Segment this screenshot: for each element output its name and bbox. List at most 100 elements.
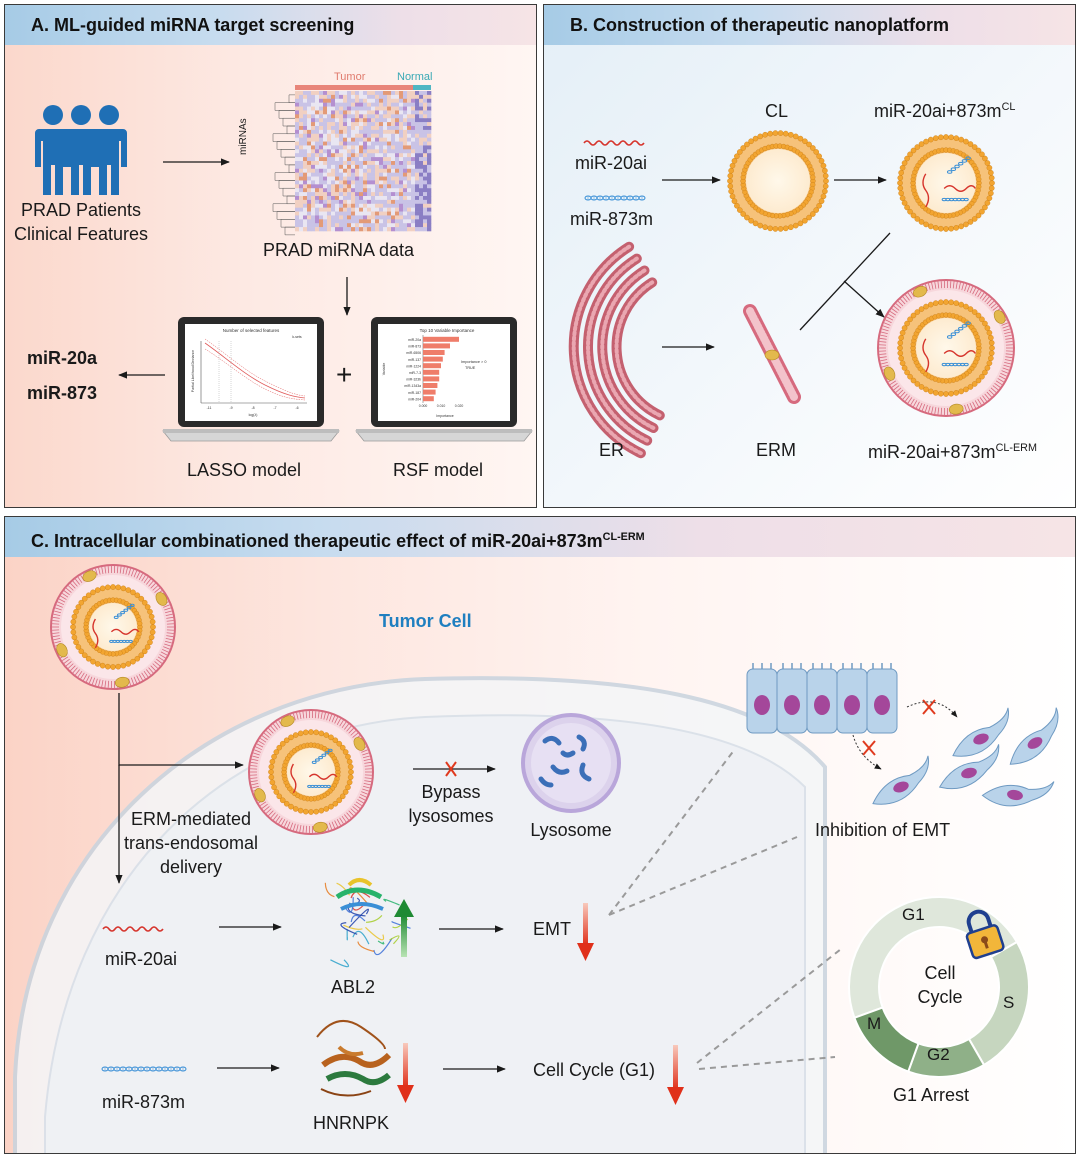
rsf-tick-label: 0.010 <box>437 404 446 408</box>
lasso-tick-label: -6 <box>295 406 298 410</box>
panel-c-graphics <box>13 564 1059 1153</box>
c-mir-20ai-rna-icon <box>102 926 164 932</box>
rsf-bar <box>423 369 440 375</box>
dashed-connectors <box>608 748 842 1070</box>
er-membrane-icon <box>568 241 665 459</box>
rsf-bar <box>423 363 441 369</box>
b-mir-873m-label: miR-873m <box>570 209 654 229</box>
rsf-bar <box>423 396 434 402</box>
rsf-laptop-icon <box>355 317 533 442</box>
rsf-item-label: miR-1224 <box>406 364 421 368</box>
delivery-label-2: trans-endosomal <box>123 833 259 853</box>
panel-a-graphics: -11-9-8-7-6 Number of selected features … <box>35 85 533 442</box>
rsf-item-label: miR-7-3 <box>409 371 421 375</box>
cl-erm-product-icon <box>877 279 1015 417</box>
b-cl-erm-product-sup: CL-ERM <box>995 442 1037 454</box>
rsf-bar <box>423 383 438 388</box>
abl2-label: ABL2 <box>331 977 376 997</box>
bypass-label-2: lysosomes <box>408 806 494 826</box>
rsf-item-label: miR-20a <box>408 338 421 342</box>
cellcycle-down-arrow-icon <box>667 1045 684 1105</box>
arrow-merge-to-product <box>843 280 885 318</box>
lasso-screen-xlabel: log(λ) <box>249 413 258 417</box>
lock-icon <box>965 909 1005 960</box>
delivery-label-3: delivery <box>159 857 223 877</box>
lasso-laptop-icon <box>162 317 340 442</box>
bypass-label-1: Bypass <box>421 782 481 802</box>
cl-liposome-icon <box>727 130 829 232</box>
abl2-up-arrow-icon <box>394 899 414 957</box>
result-mir-20a: miR-20a <box>27 348 98 368</box>
rsf-bar <box>423 389 436 395</box>
panel-a-title: A. ML-guided miRNA target screening <box>5 5 536 45</box>
abl2-protein-icon <box>324 878 411 968</box>
rsf-item-label: miR-323b <box>406 378 421 382</box>
lasso-model-label: LASSO model <box>187 460 302 480</box>
endosome-nanoparticle-icon <box>248 709 374 835</box>
emt-dotted-arrow-2 <box>852 734 882 770</box>
b-mir-20ai-label: miR-20ai <box>575 153 648 173</box>
rsf-screen-title: Top 10 Variable Importance <box>420 328 475 333</box>
heatmap-tumor-label: Tumor <box>334 71 366 83</box>
emt-block-x-icon <box>862 699 936 756</box>
delivery-label-1: ERM-mediated <box>130 809 252 829</box>
b-cl-product-sup: CL <box>1001 101 1016 113</box>
lasso-screen-ylabel: Partial Likelihood Deviance <box>191 350 195 392</box>
lysosome-icon <box>521 713 621 813</box>
hnrnpk-label: HNRNPK <box>313 1113 390 1133</box>
inhibition-emt-label: Inhibition of EMT <box>815 820 951 840</box>
rsf-screen-ylabel: Variable <box>382 363 386 376</box>
panel-b-title: B. Construction of therapeutic nanoplatf… <box>544 5 1075 45</box>
emt-down-arrow-icon <box>577 903 594 961</box>
heatmap-normal-label: Normal <box>397 71 433 83</box>
b-cl-label: CL <box>765 101 789 121</box>
phase-g1-label: G1 <box>902 905 925 924</box>
rsf-bar <box>423 356 443 362</box>
rsf-screen-note-2: TRUE <box>465 366 476 370</box>
cycle-center-label-1: Cell <box>924 963 956 983</box>
epithelial-cells-icon <box>746 663 898 734</box>
phase-m-label: M <box>867 1014 882 1033</box>
rsf-screen-note-1: Importance > 0 <box>461 360 486 364</box>
panel-c-title-main: C. Intracellular combinationed therapeut… <box>31 531 603 551</box>
erm-membrane-icon <box>743 304 801 404</box>
b-cl-erm-product-main: miR-20ai+873m <box>868 442 996 462</box>
b-cl-product-label: miR-20ai+873mCL <box>874 101 1015 122</box>
emt-dotted-arrow-1 <box>906 701 958 718</box>
lasso-tick-label: -7 <box>273 406 276 410</box>
lasso-plot: -11-9-8-7-6 <box>200 338 307 410</box>
rsf-model-label: RSF model <box>393 460 484 480</box>
rsf-item-label: miR-187 <box>408 391 421 395</box>
lasso-screen-title: Number of selected features <box>223 328 280 333</box>
heatmap <box>272 85 432 236</box>
lasso-tick-label: -8 <box>251 406 254 410</box>
c-mir-873m-dna-icon <box>101 1066 187 1072</box>
rsf-tick-label: 0.000 <box>419 404 428 408</box>
rsf-screen-xlabel: Importance <box>436 414 454 418</box>
mir-20ai-rna-icon <box>583 140 645 146</box>
b-erm-label: ERM <box>756 440 796 460</box>
result-mir-873: miR-873 <box>27 383 98 403</box>
rsf-plot: miR-20amiR-873miR-6506miR-137miR-1224miR… <box>404 335 463 408</box>
lysosome-label: Lysosome <box>530 820 612 840</box>
rsf-bar <box>423 336 459 342</box>
mir-873m-dna-icon <box>584 195 646 201</box>
panel-c-title-sup: CL-ERM <box>602 531 645 543</box>
mesenchymal-cells-icon <box>872 707 1059 807</box>
rsf-item-label: miR-204 <box>408 397 421 401</box>
rsf-item-label: miR-873 <box>408 345 421 349</box>
panel-a: A. ML-guided miRNA target screening <box>4 4 537 508</box>
panel-b-graphics <box>568 130 1015 459</box>
cl-product-liposome-icon <box>897 134 995 232</box>
patients-icon <box>35 105 127 195</box>
rsf-item-label: miR-1343a <box>404 384 421 388</box>
b-er-label: ER <box>599 440 625 460</box>
mirna-data-label: PRAD miRNA data <box>263 240 415 260</box>
hnrnpk-down-arrow-icon <box>397 1043 414 1103</box>
b-cl-erm-product-label: miR-20ai+873mCL-ERM <box>868 442 1037 463</box>
panel-b: B. Construction of therapeutic nanoplatf… <box>543 4 1076 508</box>
rsf-bar <box>423 376 440 382</box>
phase-s-label: S <box>1003 993 1015 1012</box>
cell-cycle-g1-label: Cell Cycle (G1) <box>533 1060 656 1080</box>
panel-c-title: C. Intracellular combinationed therapeut… <box>5 517 1075 557</box>
